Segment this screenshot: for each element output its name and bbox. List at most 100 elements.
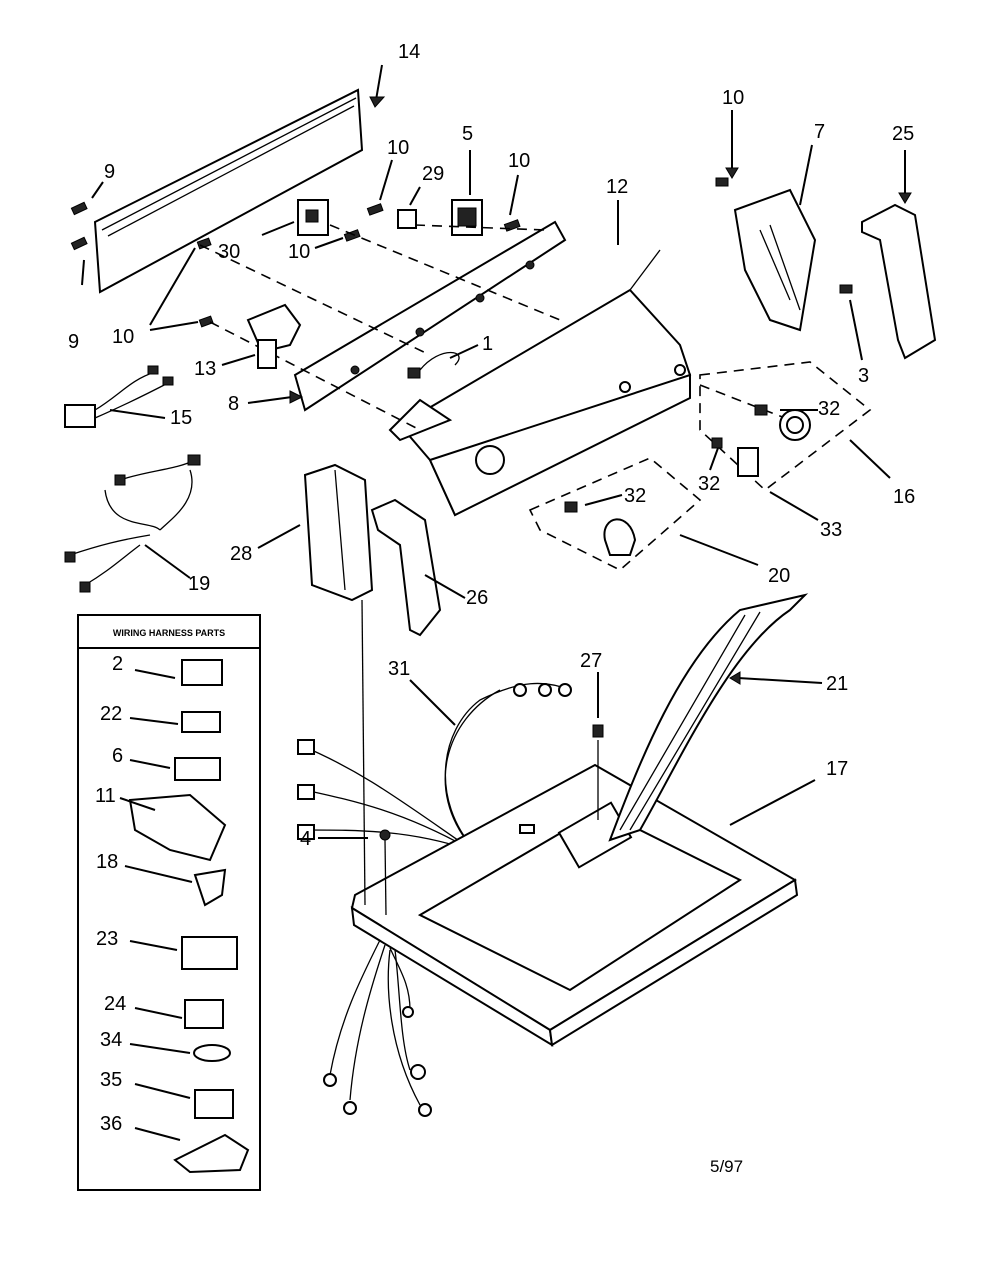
part-7	[733, 188, 817, 332]
callout-7: 7	[814, 121, 825, 143]
arrow-21	[729, 671, 741, 685]
callout-32: 32	[818, 398, 840, 420]
callout-29: 29	[422, 163, 444, 185]
leader-20	[679, 534, 759, 566]
callout-10: 10	[112, 326, 134, 348]
callout-15: 15	[170, 407, 192, 429]
leader-32c	[584, 494, 623, 506]
callout-19: 19	[188, 573, 210, 595]
leader-28	[257, 524, 301, 549]
callout-4: 4	[300, 828, 311, 850]
part-4-screws	[361, 599, 391, 916]
wiring-harness-legend	[77, 614, 261, 1191]
part-21-cable	[608, 593, 809, 842]
leader-21	[737, 677, 823, 684]
leader-33	[769, 491, 819, 521]
legend-item-label: 35	[100, 1069, 122, 1091]
leader-30	[261, 221, 295, 236]
leader-32b	[709, 447, 719, 471]
part-12-console	[388, 249, 692, 517]
leader-19	[144, 544, 191, 579]
leader-15	[109, 409, 166, 419]
part-1	[407, 351, 460, 379]
part-27-screw	[592, 724, 604, 738]
leader-10d	[314, 237, 344, 249]
callout-5: 5	[462, 123, 473, 145]
callout-3: 3	[858, 365, 869, 387]
part-9-screws	[70, 181, 104, 286]
legend-item-label: 23	[96, 928, 118, 950]
legend-item-label: 36	[100, 1113, 122, 1135]
leader-14	[375, 64, 383, 101]
callout-32: 32	[698, 473, 720, 495]
callout-25: 25	[892, 123, 914, 145]
part-30	[297, 199, 329, 236]
leader-29	[409, 186, 421, 206]
callout-10: 10	[508, 150, 530, 172]
callout-28: 28	[230, 543, 252, 565]
callout-13: 13	[194, 358, 216, 380]
callout-32: 32	[624, 485, 646, 507]
revision-date: 5/97	[710, 1157, 743, 1176]
callout-12: 12	[606, 176, 628, 198]
arrow-10c	[725, 167, 739, 179]
callout-27: 27	[580, 650, 602, 672]
arrow-8	[289, 390, 304, 404]
part-28	[303, 463, 374, 602]
leader-10a	[379, 159, 393, 201]
leader-31	[409, 679, 456, 726]
callout-31: 31	[388, 658, 410, 680]
legend-item-label: 18	[96, 851, 118, 873]
callout-9: 9	[68, 331, 79, 353]
part-17-top-plate	[350, 763, 799, 1047]
leader-7	[799, 144, 813, 206]
legend-part-icons	[128, 659, 250, 1174]
leader-26	[424, 574, 466, 599]
legend-item-label: 34	[100, 1029, 122, 1051]
leader-10e-2	[149, 321, 199, 331]
legend-item-label: 6	[112, 745, 123, 767]
group-20-knob-assembly	[528, 457, 702, 571]
callout-21: 21	[826, 673, 848, 695]
part-19-harness	[64, 454, 201, 593]
leader-16	[849, 439, 891, 479]
callout-10: 10	[288, 241, 310, 263]
callout-17: 17	[826, 758, 848, 780]
callout-26: 26	[466, 587, 488, 609]
callout-33: 33	[820, 519, 842, 541]
part-13	[246, 303, 302, 369]
arrow-14	[369, 96, 386, 108]
callout-10: 10	[387, 137, 409, 159]
callout-16: 16	[893, 486, 915, 508]
part-14-back-panel	[93, 88, 364, 294]
part-3-screw	[839, 284, 853, 294]
leader-10e-1	[149, 247, 196, 326]
part-15-harness	[64, 365, 174, 428]
legend-leaders	[119, 669, 193, 1141]
callout-10: 10	[722, 87, 744, 109]
part-26	[370, 498, 442, 637]
part-25-end-cap	[861, 203, 937, 360]
legend-item-label: 24	[104, 993, 126, 1015]
arrow-25	[898, 192, 912, 204]
leader-8	[247, 396, 293, 404]
leader-13	[221, 354, 256, 366]
lower-wire-harness	[323, 939, 432, 1117]
legend-item-label: 22	[100, 703, 122, 725]
group-16-knob-assembly	[699, 361, 872, 492]
callout-30: 30	[218, 241, 240, 263]
leader-3	[849, 299, 863, 361]
legend-title: WIRING HARNESS PARTS	[113, 628, 225, 638]
callout-20: 20	[768, 565, 790, 587]
legend-item-label: 11	[95, 785, 116, 807]
callout-9: 9	[104, 161, 115, 183]
callout-14: 14	[398, 41, 420, 63]
part-29	[397, 209, 417, 229]
leader-1	[449, 344, 479, 359]
leader-10b	[509, 174, 519, 216]
part-10c-screw	[715, 177, 729, 187]
legend-item-label: 2	[112, 653, 123, 675]
part-33-knob	[711, 437, 759, 477]
